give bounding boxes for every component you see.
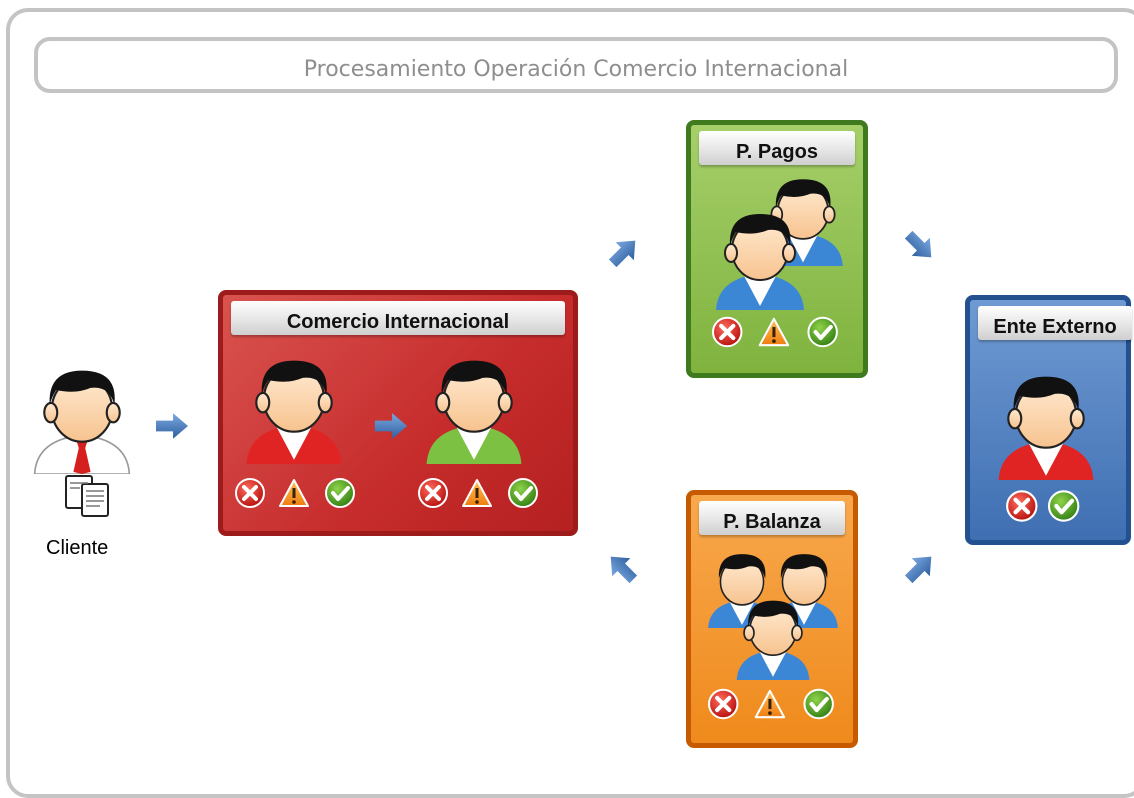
- arrow-icon: [374, 413, 408, 439]
- reject-icon: [1007, 491, 1036, 520]
- arrow-down-left-icon: [606, 552, 638, 584]
- document-icon: [65, 475, 109, 517]
- balanza-person-icon: [736, 600, 810, 680]
- approve-icon: [804, 690, 832, 718]
- reject-icon: [709, 690, 737, 718]
- pagos-title: P. Pagos: [699, 131, 855, 165]
- warning-icon: [758, 317, 790, 347]
- status-icons: [1004, 488, 1094, 524]
- external-person-icon: [998, 376, 1094, 480]
- approve-icon: [507, 477, 539, 509]
- reject-icon: [713, 318, 741, 346]
- status-icons: [235, 477, 356, 509]
- status-icons: [708, 686, 840, 722]
- approve-icon: [1049, 491, 1078, 520]
- approve-icon: [324, 477, 356, 509]
- arrow-down-right-icon: [904, 230, 936, 262]
- warning-icon: [462, 479, 492, 507]
- pagos-person-icon: [716, 214, 804, 310]
- approve-icon: [808, 318, 836, 346]
- client-person-icon: [33, 370, 131, 474]
- warning-icon: [754, 689, 786, 719]
- arrow-up-right-icon: [608, 236, 640, 268]
- diagram-title: Procesamiento Operación Comercio Interna…: [303, 57, 849, 82]
- balanza-title: P. Balanza: [699, 501, 845, 535]
- supervisor-person-icon: [426, 360, 522, 464]
- ente-externo-title: Ente Externo: [978, 306, 1132, 340]
- reject-icon: [235, 477, 266, 509]
- client-label: Cliente: [46, 537, 109, 559]
- status-icons: [712, 314, 844, 350]
- title-bar: Procesamiento Operación Comercio Interna…: [34, 37, 1118, 93]
- arrow-up-right-icon: [904, 552, 936, 584]
- comercio-internacional-title: Comercio Internacional: [231, 301, 565, 335]
- arrow-icon: [156, 413, 188, 439]
- warning-icon: [279, 479, 309, 507]
- reject-icon: [418, 477, 449, 509]
- status-icons: [418, 477, 539, 509]
- operator-person-icon: [246, 360, 342, 464]
